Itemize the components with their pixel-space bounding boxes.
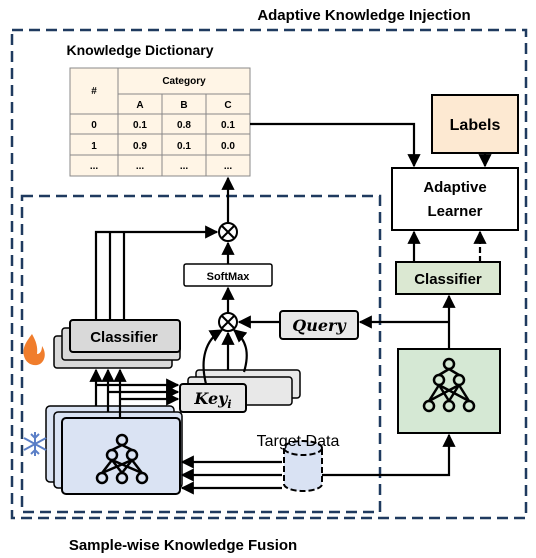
dict-cell: ... bbox=[224, 161, 233, 172]
neural-network-icon bbox=[422, 357, 476, 413]
classifier-left-label: Classifier bbox=[90, 329, 158, 346]
fire-icon bbox=[23, 334, 45, 366]
knowledge-fusion-region bbox=[20, 194, 382, 514]
multiply-mid-icon bbox=[218, 312, 238, 332]
key-label: Keyi bbox=[193, 389, 231, 411]
classifier-right-box bbox=[395, 261, 501, 295]
bottom-title: Sample-wise Knowledge Fusion bbox=[69, 537, 297, 554]
dictionary-title: Knowledge Dictionary bbox=[66, 42, 213, 58]
dict-col-b: B bbox=[180, 100, 187, 111]
connectors bbox=[89, 122, 492, 495]
dict-col-a: A bbox=[136, 100, 143, 111]
dict-cell: ... bbox=[180, 161, 189, 172]
multiply-top-icon bbox=[218, 222, 238, 242]
softmax-label: SoftMax bbox=[207, 271, 251, 283]
top-title: Adaptive Knowledge Injection bbox=[257, 7, 470, 24]
dict-cell: 0.1 bbox=[177, 141, 191, 152]
dict-index-header: # bbox=[91, 86, 97, 97]
labels-box bbox=[431, 94, 519, 154]
snowflake-icon bbox=[23, 432, 47, 456]
source-models-stack bbox=[45, 405, 183, 495]
dict-category-header: Category bbox=[162, 76, 206, 87]
dict-cell: 0.8 bbox=[177, 120, 191, 131]
knowledge-dictionary-table: # Category A B C 0 0.1 0.8 0.1 1 0.9 0.1… bbox=[69, 67, 251, 177]
dict-cell: 0.9 bbox=[133, 141, 147, 152]
adaptive-learner-line1: Adaptive bbox=[423, 179, 486, 196]
adaptive-learner-box bbox=[391, 167, 519, 231]
dict-cell: 0.0 bbox=[221, 141, 235, 152]
dict-row-index: 1 bbox=[91, 141, 97, 152]
database-icon bbox=[283, 440, 323, 492]
dict-col-c: C bbox=[224, 100, 231, 111]
dict-cell: 0.1 bbox=[133, 120, 147, 131]
dict-cell: ... bbox=[136, 161, 145, 172]
query-box bbox=[279, 310, 359, 340]
classifier-right-label: Classifier bbox=[414, 271, 482, 288]
dict-cell: 0.1 bbox=[221, 120, 235, 131]
dict-row-index: 0 bbox=[91, 120, 97, 131]
labels-text: Labels bbox=[450, 117, 501, 134]
classifier-left-stack bbox=[53, 319, 181, 369]
dict-row-index: ... bbox=[90, 161, 99, 172]
query-label: Query bbox=[292, 316, 347, 335]
knowledge-injection-region bbox=[10, 28, 528, 520]
adaptive-learner-line2: Learner bbox=[427, 203, 482, 220]
neural-network-icon bbox=[95, 433, 149, 485]
key-stack bbox=[179, 369, 301, 413]
target-data-label: Target Data bbox=[257, 433, 340, 450]
